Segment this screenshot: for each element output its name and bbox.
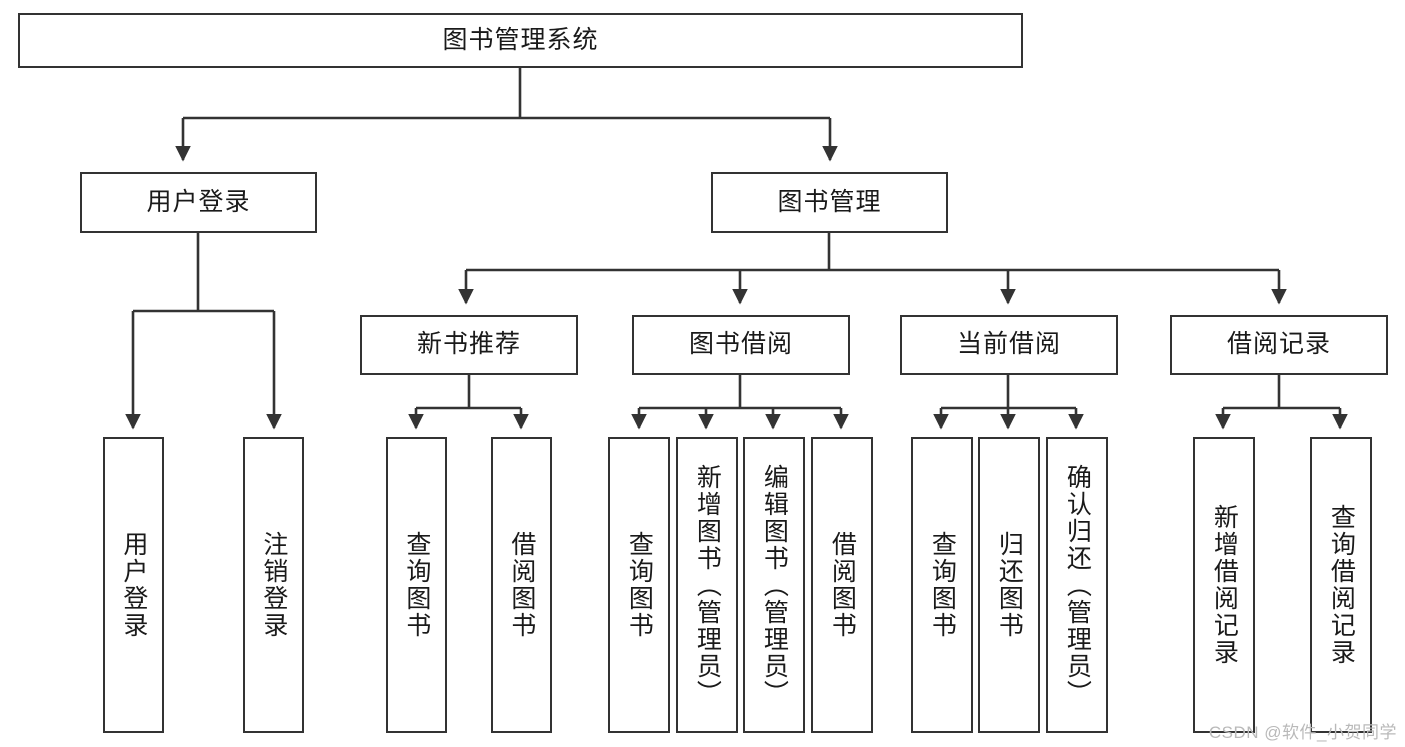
node-user-login[interactable]: 用户登录 [80, 172, 317, 233]
leaf-current-return-book[interactable]: 归还图书 [978, 437, 1040, 733]
node-label: 编辑图书（管理员） [760, 463, 789, 707]
leaf-borrow-borrow-book[interactable]: 借阅图书 [811, 437, 873, 733]
node-book-borrow[interactable]: 图书借阅 [632, 315, 850, 375]
leaf-borrow-edit-book-admin[interactable]: 编辑图书（管理员） [743, 437, 805, 733]
node-borrow-record[interactable]: 借阅记录 [1170, 315, 1388, 375]
node-label: 图书管理系统 [442, 25, 599, 54]
node-book-management[interactable]: 图书管理 [711, 172, 948, 233]
node-label: 图书管理 [777, 187, 882, 216]
node-label: 新书推荐 [416, 330, 521, 359]
node-label: 借阅图书 [828, 531, 857, 639]
node-label: 借阅记录 [1226, 330, 1331, 359]
leaf-recommend-borrow-book[interactable]: 借阅图书 [491, 437, 552, 733]
leaf-user-login-login[interactable]: 用户登录 [103, 437, 164, 733]
leaf-current-confirm-return-admin[interactable]: 确认归还（管理员） [1046, 437, 1108, 733]
leaf-borrow-add-book-admin[interactable]: 新增图书（管理员） [676, 437, 738, 733]
node-current-borrow[interactable]: 当前借阅 [900, 315, 1118, 375]
node-label: 新增借阅记录 [1210, 504, 1239, 666]
node-label: 查询借阅记录 [1327, 504, 1356, 666]
node-label: 注销登录 [259, 531, 288, 639]
node-label: 用户登录 [146, 187, 251, 216]
node-new-book-recommend[interactable]: 新书推荐 [360, 315, 578, 375]
node-label: 当前借阅 [956, 330, 1061, 359]
node-label: 查询图书 [928, 531, 957, 639]
node-label: 查询图书 [625, 531, 654, 639]
node-label: 查询图书 [402, 531, 431, 639]
node-root-book-management-system[interactable]: 图书管理系统 [18, 13, 1023, 68]
leaf-current-query-book[interactable]: 查询图书 [911, 437, 973, 733]
node-label: 确认归还（管理员） [1063, 463, 1092, 707]
leaf-record-add-record[interactable]: 新增借阅记录 [1193, 437, 1255, 733]
node-label: 新增图书（管理员） [693, 463, 722, 707]
leaf-recommend-query-book[interactable]: 查询图书 [386, 437, 447, 733]
node-label: 归还图书 [995, 531, 1024, 639]
leaf-record-query-record[interactable]: 查询借阅记录 [1310, 437, 1372, 733]
watermark-text: CSDN @软件_小贺同学 [1208, 723, 1397, 742]
node-label: 用户登录 [119, 531, 148, 639]
leaf-borrow-query-book[interactable]: 查询图书 [608, 437, 670, 733]
node-label: 图书借阅 [688, 330, 793, 359]
leaf-user-login-logout[interactable]: 注销登录 [243, 437, 304, 733]
node-label: 借阅图书 [507, 531, 536, 639]
